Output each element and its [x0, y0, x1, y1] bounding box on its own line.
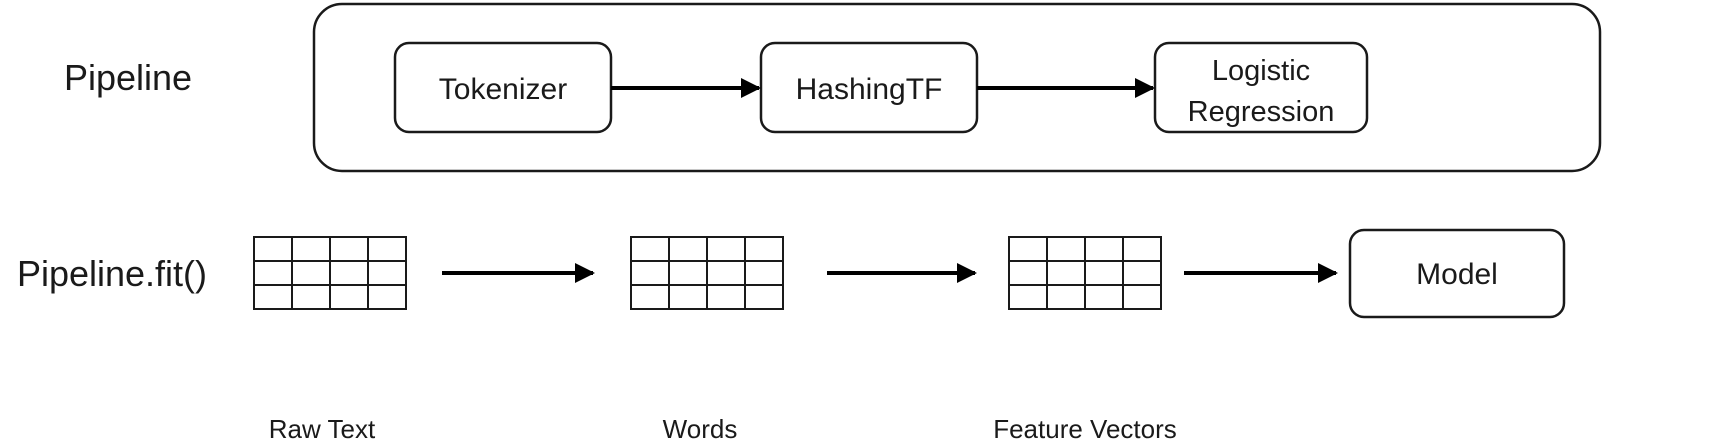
- model-label: Model: [1416, 258, 1498, 291]
- table-words-caption: Words: [663, 414, 738, 444]
- pipeline-fit-row-label: Pipeline.fit(): [17, 253, 207, 294]
- table-raw-text-caption: Raw Text: [269, 414, 376, 444]
- table-raw-text: [253, 236, 407, 310]
- stage-tokenizer-label: Tokenizer: [439, 73, 567, 106]
- stage-hashingtf: HashingTF: [759, 41, 979, 134]
- model-output: Model: [1348, 228, 1566, 319]
- table-feature-vectors-caption: Feature Vectors: [993, 414, 1177, 444]
- stage-tokenizer: Tokenizer: [393, 41, 613, 134]
- table-words: [630, 236, 784, 310]
- stage-logistic-regression-label-line1: Logistic: [1212, 55, 1310, 87]
- stage-logistic-regression-box: [1153, 41, 1369, 134]
- pipeline-row-label: Pipeline: [64, 57, 192, 98]
- model-box: [1348, 228, 1566, 319]
- stage-logistic-regression: Logistic Regression: [1153, 41, 1369, 134]
- stage-hashingtf-label: HashingTF: [796, 73, 943, 106]
- table-feature-vectors: [1008, 236, 1162, 310]
- stage-logistic-regression-label-line2: Regression: [1188, 96, 1335, 128]
